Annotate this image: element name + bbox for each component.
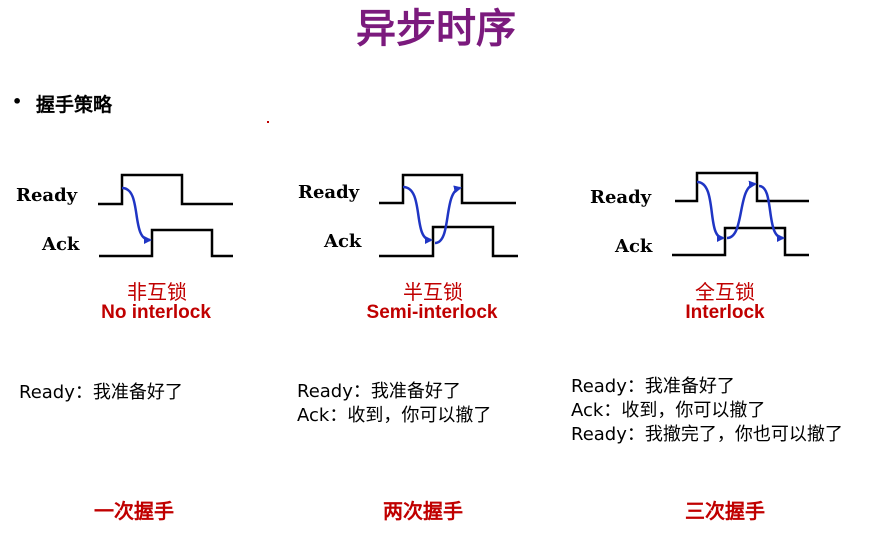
description-1: Ready：我准备好了: [19, 381, 183, 405]
page-title: 异步时序: [356, 6, 516, 52]
ack-label-1: Ack: [42, 234, 80, 255]
caption-en-1: No interlock: [101, 302, 211, 323]
ready-label-2: Ready: [298, 182, 360, 203]
caption-en-2: Semi-interlock: [366, 302, 498, 323]
caption-cn-1: 非互锁: [127, 280, 187, 304]
description-3: Ready：我准备好了 Ack：收到，你可以撤了 Ready：我撤完了，你也可以…: [571, 375, 843, 447]
description-line: Ack：收到，你可以撤了: [571, 400, 766, 421]
waveform-interlock: [672, 171, 809, 257]
waveform-no-interlock: [98, 173, 233, 258]
ready-label-1: Ready: [16, 185, 78, 206]
ack-to-ready-arrow-2: [434, 185, 462, 245]
caption-en-3: Interlock: [685, 302, 765, 323]
caption-cn-3: 全互锁: [695, 280, 755, 304]
ready-wave-1: [98, 173, 233, 206]
description-line: Ready：我准备好了: [19, 382, 183, 403]
ready-to-ack-arrow-1: [121, 186, 152, 244]
waveform-semi-interlock: [379, 173, 518, 258]
description-line: Ack：收到，你可以撤了: [297, 405, 492, 426]
ready-wave-2: [379, 173, 516, 205]
handshake-count-1: 一次握手: [94, 499, 174, 523]
ack-wave-2: [379, 225, 518, 258]
ready-label-3: Ready: [590, 187, 652, 208]
ready-to-ack-release-arrow-3: [758, 184, 785, 242]
stray-dot: [267, 121, 269, 123]
description-line: Ready：我撤完了，你也可以撤了: [571, 424, 843, 445]
bullet-marker: •: [12, 92, 23, 111]
handshake-count-2: 两次握手: [383, 499, 463, 523]
section-heading: 握手策略: [36, 94, 113, 116]
ready-wave-3: [675, 171, 809, 203]
ready-to-ack-arrow-3: [696, 180, 725, 242]
description-line: Ready：我准备好了: [297, 381, 461, 402]
handshake-count-3: 三次握手: [685, 499, 765, 523]
ready-to-ack-arrow-2: [402, 185, 433, 244]
ack-wave-3: [672, 226, 809, 257]
ack-label-2: Ack: [324, 231, 362, 252]
ack-wave-1: [99, 228, 233, 258]
ack-to-ready-arrow-3: [726, 180, 757, 240]
caption-cn-2: 半互锁: [403, 280, 463, 304]
ack-label-3: Ack: [615, 236, 653, 257]
description-line: Ready：我准备好了: [571, 376, 735, 397]
description-2: Ready：我准备好了 Ack：收到，你可以撤了: [297, 380, 491, 428]
